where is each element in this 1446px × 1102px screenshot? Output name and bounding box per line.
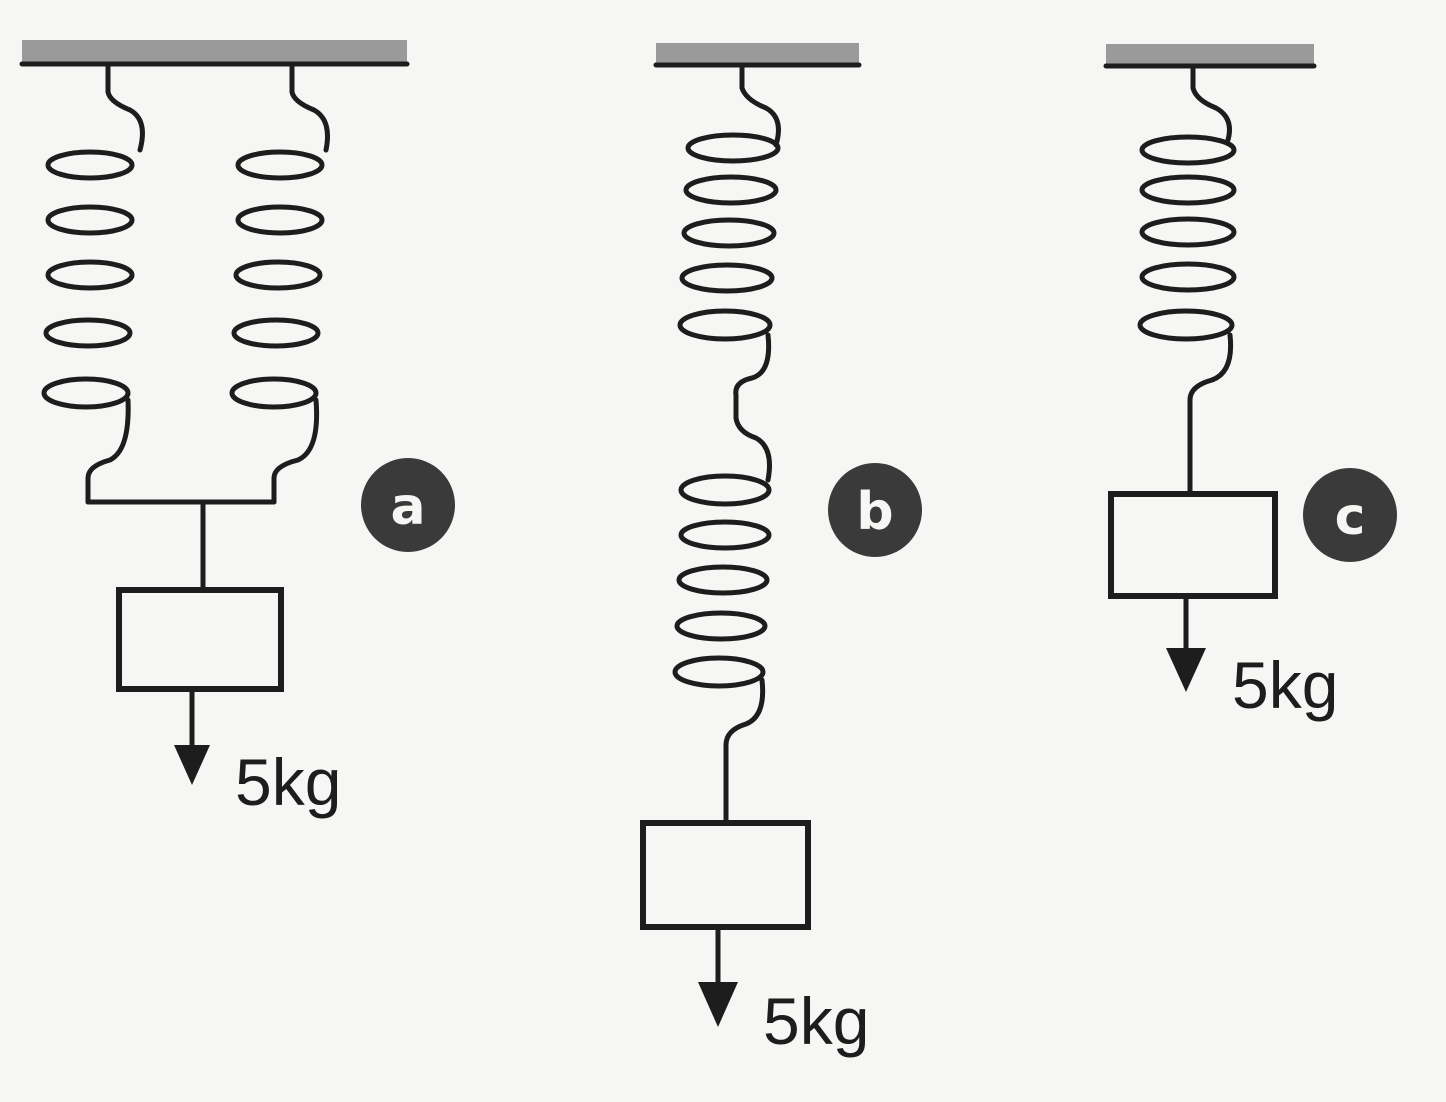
badge-letter-b: b xyxy=(856,482,893,542)
ceiling-a xyxy=(19,40,410,67)
spring-b-upper xyxy=(677,62,781,483)
figure-a: 5kg a xyxy=(19,40,455,819)
mass-label-c: 5kg xyxy=(1232,648,1338,722)
crossbar-a xyxy=(85,499,277,593)
spring-a-right xyxy=(229,61,330,505)
spring-b-lower xyxy=(672,473,772,825)
mass-block-a xyxy=(116,587,284,692)
force-arrow-c xyxy=(1166,593,1206,692)
figure-badge-c: c xyxy=(1303,468,1397,562)
badge-letter-c: c xyxy=(1335,487,1366,547)
spring-c xyxy=(1137,63,1237,496)
ceiling-b xyxy=(653,43,862,68)
figure-badge-a: a xyxy=(361,458,455,552)
mass-block-c xyxy=(1108,491,1278,599)
mass-label-b: 5kg xyxy=(763,984,869,1058)
figure-badge-b: b xyxy=(828,463,922,557)
mass-block-b xyxy=(640,820,811,930)
badge-letter-a: a xyxy=(390,477,425,537)
ceiling-c xyxy=(1103,44,1317,69)
figure-b: 5kg b xyxy=(640,43,922,1058)
force-arrow-b xyxy=(698,924,738,1027)
force-arrow-a xyxy=(174,686,210,785)
mass-label-a: 5kg xyxy=(235,745,341,819)
spring-a-left xyxy=(41,61,145,505)
figure-c: 5kg c xyxy=(1103,44,1397,722)
